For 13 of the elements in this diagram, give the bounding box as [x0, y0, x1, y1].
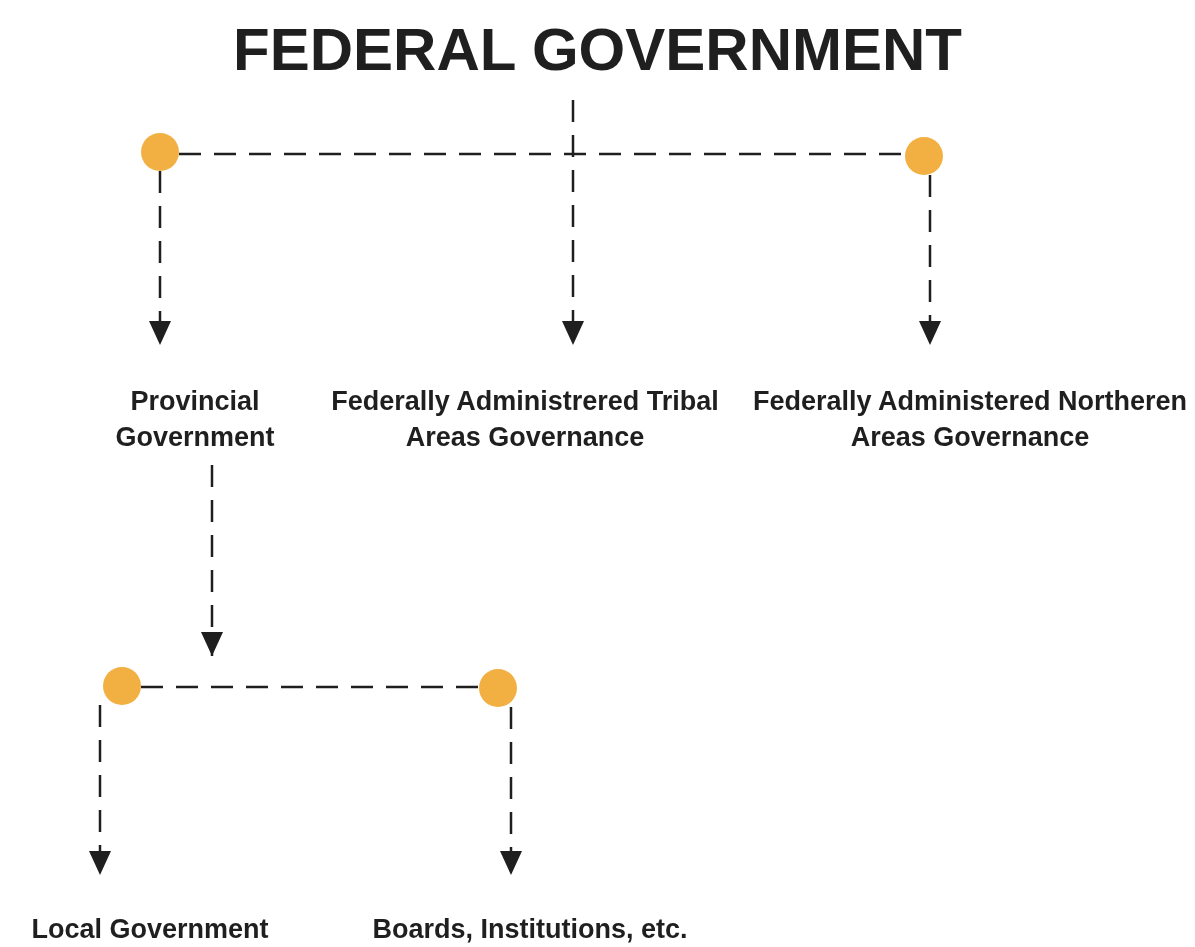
- dashed-arrow: [201, 465, 223, 656]
- node-label: Boards, Institutions, etc.: [372, 913, 688, 946]
- dashed-arrow: [500, 707, 522, 875]
- node-label: Provincial Government: [114, 385, 276, 454]
- dashed-arrow: [562, 100, 584, 345]
- dashed-arrow: [89, 705, 111, 875]
- dashed-connector: [141, 685, 479, 689]
- dashed-arrow: [919, 175, 941, 345]
- node-label: Local Government: [31, 913, 269, 946]
- node-label: Federally Administrered Tribal Areas Governance: [330, 385, 720, 454]
- title: FEDERAL GOVERNMENT: [233, 15, 962, 85]
- node-label: Federally Administered Northeren Areas Governance: [751, 385, 1189, 454]
- dashed-arrow: [149, 171, 171, 345]
